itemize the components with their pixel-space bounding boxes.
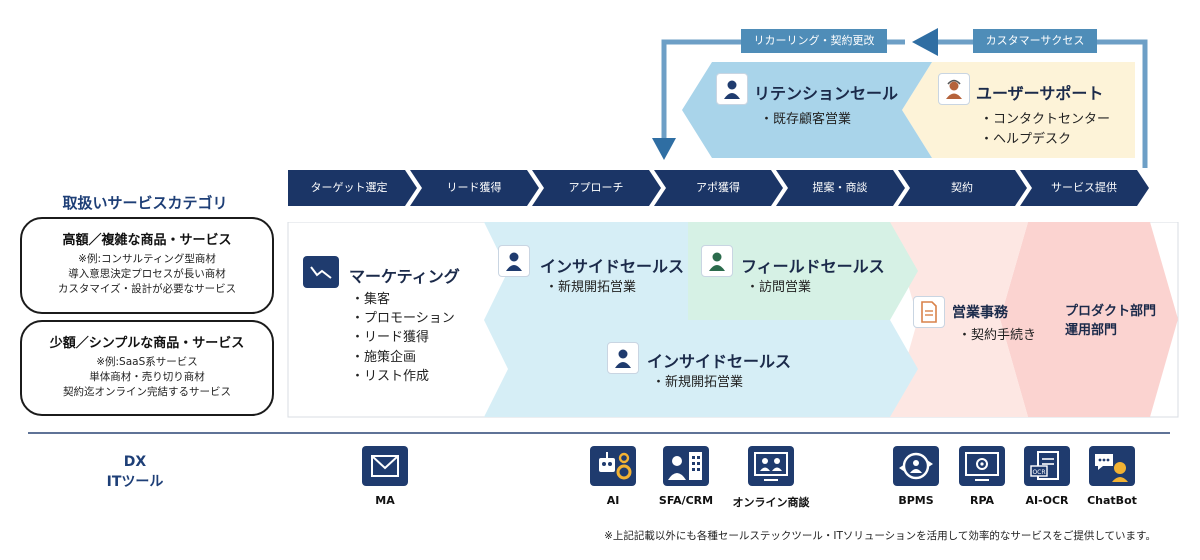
category-low-line: 契約迄オンライン完結するサービス (63, 386, 231, 398)
step-proposal: 提案・商談 (812, 181, 868, 194)
chatbot-icon (1089, 446, 1135, 486)
category-low-value: 少額／シンプルな商品・サービス ※例:SaaS系サービス 単体商材・売り切り商材… (20, 320, 274, 416)
tool-label-ma: MA (375, 494, 395, 507)
robot-icon (590, 446, 636, 486)
tool-label-bpms: BPMS (898, 494, 934, 507)
category-high-line: ※例:コンサルティング型商材 (78, 253, 216, 265)
step-lead-acquisition: リード獲得 (446, 181, 502, 194)
ocr-document-icon: OCR (1024, 446, 1070, 486)
field-sales-title: フィールドセールス (741, 257, 885, 276)
support-item-helpdesk: ・ヘルプデスク (980, 132, 1072, 147)
category-heading: 取扱いサービスカテゴリ (62, 194, 228, 212)
main-band (287, 222, 1179, 418)
support-title: ユーザーサポート (976, 84, 1104, 103)
marketing-item: ・施策企画 (351, 350, 417, 365)
tool-label-ai-ocr: AI-OCR (1025, 494, 1069, 507)
inside-sales-bottom-item: ・新規開拓営業 (652, 375, 744, 390)
retention-item: ・既存顧客営業 (760, 112, 852, 127)
sales-admin-title: 営業事務 (952, 305, 1008, 321)
process-bar (288, 170, 1149, 206)
category-high-line: 導入意思決定プロセスが長い商材 (68, 268, 226, 280)
video-meeting-icon (748, 446, 794, 486)
step-appointment: アポ獲得 (696, 181, 740, 194)
operations-dept-title: 運用部門 (1065, 323, 1118, 338)
recurring-tag: リカーリング・契約更改 (741, 29, 887, 53)
marketing-item: ・プロモーション (351, 311, 455, 326)
headset-person-icon (938, 73, 970, 105)
person-icon (498, 245, 530, 277)
step-contract: 契約 (951, 181, 973, 194)
inside-sales-top-title: インサイドセールス (540, 257, 685, 276)
customer-success-tag: カスタマーサクセス (973, 29, 1097, 53)
category-low-line: 単体商材・売り切り商材 (89, 371, 205, 383)
section-divider (28, 432, 1170, 434)
marketing-item: ・集客 (351, 292, 391, 307)
tool-label-rpa: RPA (969, 494, 995, 507)
inside-sales-bottom-title: インサイドセールス (647, 352, 792, 371)
tool-label-sfa-crm: SFA/CRM (658, 494, 714, 507)
category-high-title: 高額／複雑な商品・サービス (62, 233, 232, 248)
dx-heading: DX (123, 454, 147, 470)
rpa-monitor-icon (959, 446, 1005, 486)
mail-icon (362, 446, 408, 486)
step-target-selection: ターゲット選定 (310, 181, 388, 194)
process-cycle-icon (893, 446, 939, 486)
product-dept-title: プロダクト部門 (1065, 304, 1157, 319)
field-sales-item: ・訪問営業 (746, 280, 812, 295)
document-icon (913, 296, 945, 328)
category-high-value: 高額／複雑な商品・サービス ※例:コンサルティング型商材 導入意思決定プロセスが… (20, 217, 274, 314)
category-low-line: ※例:SaaS系サービス (96, 356, 198, 368)
tool-label-ai: AI (606, 494, 620, 507)
step-service-delivery: サービス提供 (1051, 181, 1117, 194)
tool-label-online-meeting: オンライン商談 (732, 496, 810, 509)
inside-sales-top-item: ・新規開拓営業 (545, 280, 637, 295)
step-approach: アプローチ (568, 181, 624, 194)
person-icon (607, 342, 639, 374)
svg-text:OCR: OCR (1032, 469, 1045, 476)
tool-label-chatbot: ChatBot (1087, 494, 1137, 507)
person-icon (716, 73, 748, 105)
marketing-item: ・リード獲得 (351, 330, 430, 345)
it-tools-heading: ITツール (106, 474, 164, 490)
category-low-title: 少額／シンプルな商品・サービス (49, 336, 245, 351)
marketing-item: ・リスト作成 (351, 369, 430, 384)
person-icon (701, 245, 733, 277)
retention-title: リテンションセール (754, 84, 899, 103)
category-high-line: カスタマイズ・設計が必要なサービス (57, 283, 237, 295)
sales-admin-item: ・契約手続き (958, 328, 1037, 343)
support-item-contact: ・コンタクトセンター (980, 112, 1111, 127)
trend-chart-icon (303, 256, 339, 288)
person-building-icon (663, 446, 709, 486)
marketing-title: マーケティング (349, 267, 460, 286)
footnote: ※上記記載以外にも各種セールステックツール・ITソリューションを活用して効率的な… (604, 530, 1156, 542)
